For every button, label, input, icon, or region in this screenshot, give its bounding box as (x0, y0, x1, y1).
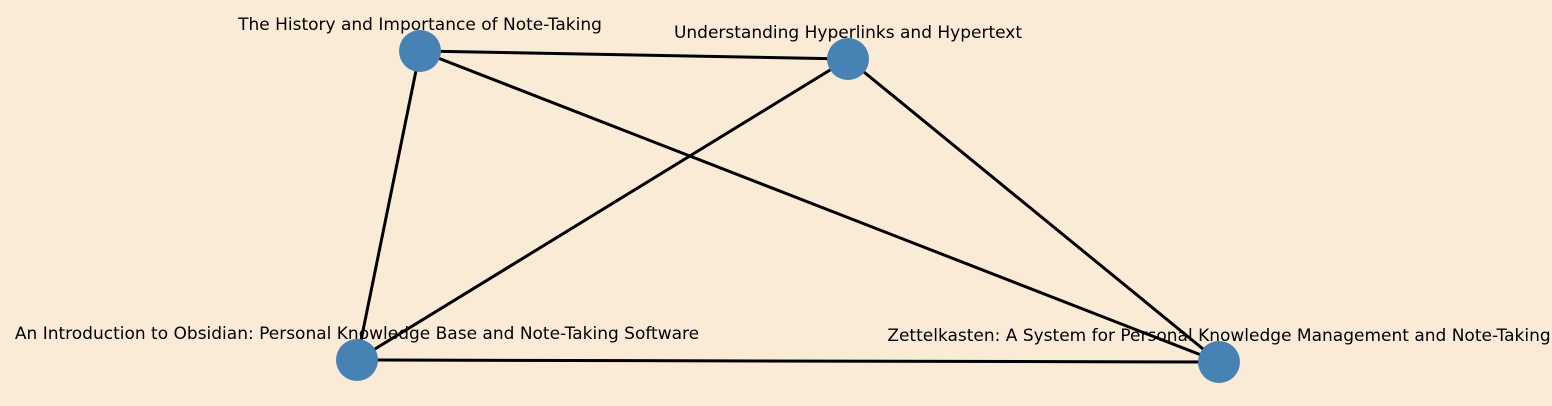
nodes-layer (336, 30, 1240, 383)
node-label-obsidian: An Introduction to Obsidian: Personal Kn… (15, 324, 699, 344)
edge-obsidian-zettelkasten (356, 358, 1220, 364)
node-zettelkasten (1198, 341, 1240, 383)
edges-layer (355, 49, 1220, 364)
edge-history-zettelkasten (419, 49, 1220, 364)
labels-layer: The History and Importance of Note-Takin… (15, 15, 1551, 346)
node-label-zettelkasten: Zettelkasten: A System for Personal Know… (887, 326, 1550, 346)
node-history (399, 30, 441, 72)
node-hyperlinks (827, 38, 869, 80)
edge-history-obsidian (355, 50, 422, 361)
node-obsidian (336, 339, 378, 381)
edge-hyperlinks-obsidian (356, 57, 849, 362)
node-label-history: The History and Importance of Note-Takin… (237, 15, 602, 35)
edge-hyperlinks-zettelkasten (847, 57, 1220, 364)
edge-history-hyperlinks (419, 49, 849, 61)
node-label-hyperlinks: Understanding Hyperlinks and Hypertext (674, 23, 1022, 43)
